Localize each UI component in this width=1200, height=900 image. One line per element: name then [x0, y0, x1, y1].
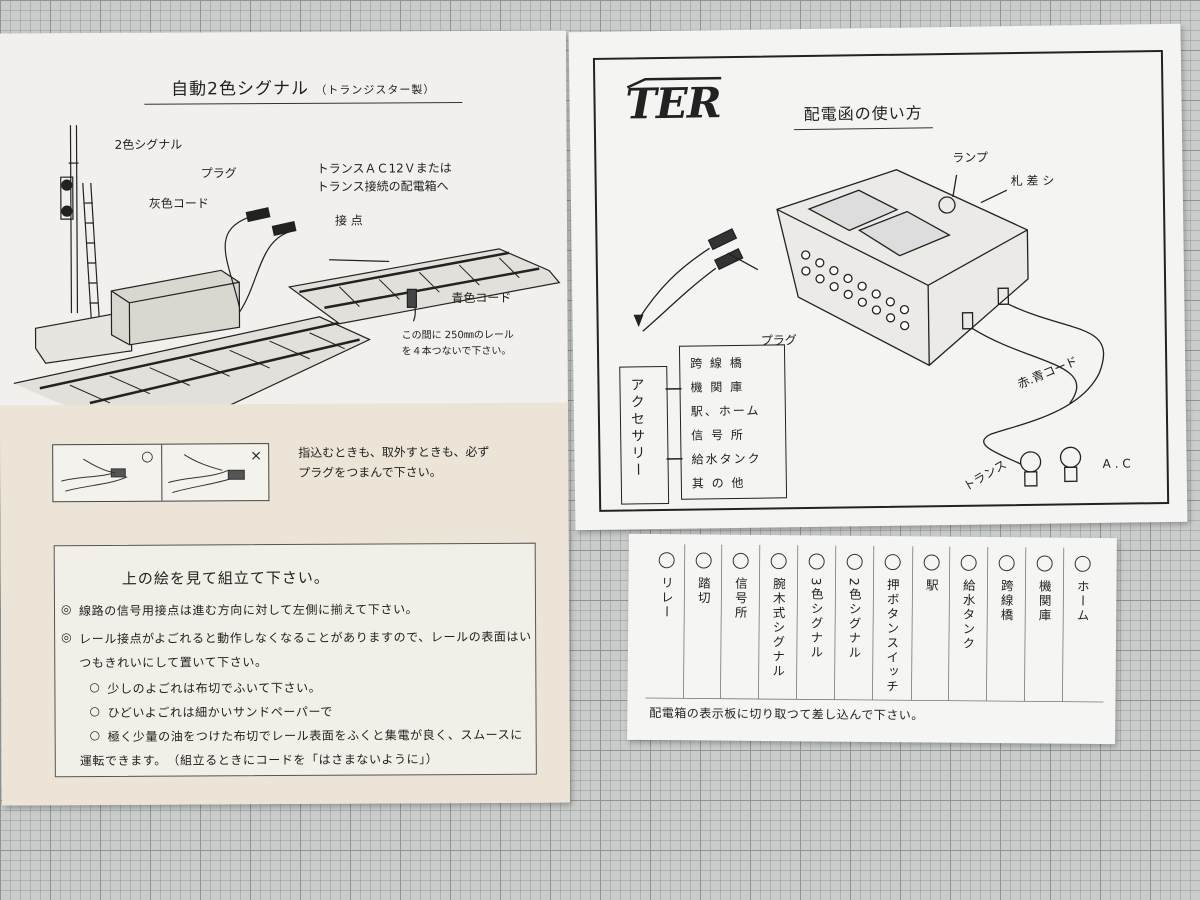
rail-note-line2: を４本つないで下さい。 [401, 345, 512, 358]
instruction-2-line2: つもきれいにして置いて下さい。 [79, 655, 268, 671]
sub-bullet-icon: ○ [89, 727, 101, 743]
label-lamp: ランプ [952, 150, 989, 165]
destination-item: 駅、ホーム [690, 403, 761, 419]
label-trans-line2: トランス接続の配電箱へ [316, 179, 449, 194]
label-card-slot: 札 差 シ [1010, 173, 1055, 189]
label-trans-line1: トランスＡＣ12Ｖまたは [316, 161, 452, 176]
sub-instruction-3-line1: 極く少量の油をつけた布切でレール表面をふくと集電が良く、スムースに [107, 727, 523, 744]
sub-instruction-1: 少しのよごれは布切でふいて下さい。 [107, 680, 322, 696]
caution-text-line2: プラグをつまんで下さい。 [298, 465, 442, 480]
sheet-title: 配電函の使い方 [793, 99, 933, 131]
bullet-icon: ◎ [61, 630, 73, 645]
hand-pulling-cord-icon [168, 454, 245, 494]
cards-instruction: 配電箱の表示板に切り取つて差し込んで下さい。 [649, 706, 924, 723]
sub-instruction-2: ひどいよごれは細かいサンドペーパーで [107, 704, 333, 720]
logo-roof-mark [626, 76, 722, 89]
destination-item: 機 関 庫 [690, 379, 745, 395]
title-main: 自動2色シグナル [171, 78, 310, 100]
accessory-label: アクセサリー [628, 377, 646, 480]
ng-mark: × [250, 448, 262, 465]
sheet-title: 自動2色シグナル （トランジスター製） [144, 73, 463, 105]
rail-note-line1: この間に 250㎜のレール [401, 329, 514, 342]
connector-bracket [665, 388, 683, 460]
sub-bullet-icon: ○ [89, 703, 101, 719]
bullet-icon: ◎ [60, 602, 73, 617]
label-cards-sheet: リレー 踏切 信号所 腕木式シグナル 3色シグナル 2色シグナル 押ボタンスイッ… [627, 533, 1117, 745]
sub-instruction-3-line2: 運転できます。 （組立るときにコードを「はさまないように」） [79, 752, 439, 769]
label-contact: 接 点 [334, 213, 363, 228]
instruction-1: 線路の信号用接点は進む方向に対して左側に揃えて下さい。 [78, 602, 419, 619]
caution-correct: ○ [53, 445, 160, 502]
destination-item: 信 号 所 [691, 427, 745, 443]
label-plug: プラグ [200, 166, 237, 181]
label-gray-cord: 灰色コード [148, 196, 209, 211]
caution-text-line1: 指込むときも、取外すときも、必ず [298, 444, 490, 460]
label-two-color-signal: 2色シグナル [114, 137, 183, 152]
distribution-box-illustration [633, 169, 1105, 487]
assembly-heading: 上の絵を見て組立て下さい。 [121, 568, 330, 588]
signal-instruction-sheet: 自動2色シグナル （トランジスター製） [0, 30, 571, 806]
destination-item: 其 の 他 [691, 475, 746, 491]
signal-assembly-illustration [13, 125, 561, 414]
card-grid-lines [645, 544, 1104, 703]
sub-bullet-icon: ○ [89, 679, 101, 695]
label-ac: A . C [1102, 456, 1131, 471]
caution-wrong: × [161, 444, 270, 501]
title-sub: （トランジスター製） [315, 83, 436, 97]
plug-caution-box: ○ × [52, 443, 270, 503]
sheet-frame: TER 配電函の使い方 [592, 50, 1170, 512]
label-blue-cord: 青色コード [451, 290, 512, 306]
instruction-2-line1: レール接点がよごれると動作しなくなることがありますので、レールの表面はい [79, 629, 532, 647]
destination-item: 跨 線 橋 [690, 355, 744, 371]
destination-list: 跨 線 橋 機 関 庫 駅、ホーム 信 号 所 給水タンク 其 の 他 [678, 344, 788, 500]
hand-holding-plug-icon [61, 458, 128, 492]
destination-item: 給水タンク [691, 451, 762, 467]
assembly-instructions-box: 上の絵を見て組立て下さい。 ◎ 線路の信号用接点は進む方向に対して左側に揃えて下… [53, 542, 537, 778]
ok-mark: ○ [141, 448, 154, 465]
distribution-box-sheet: TER 配電函の使い方 [568, 23, 1188, 531]
